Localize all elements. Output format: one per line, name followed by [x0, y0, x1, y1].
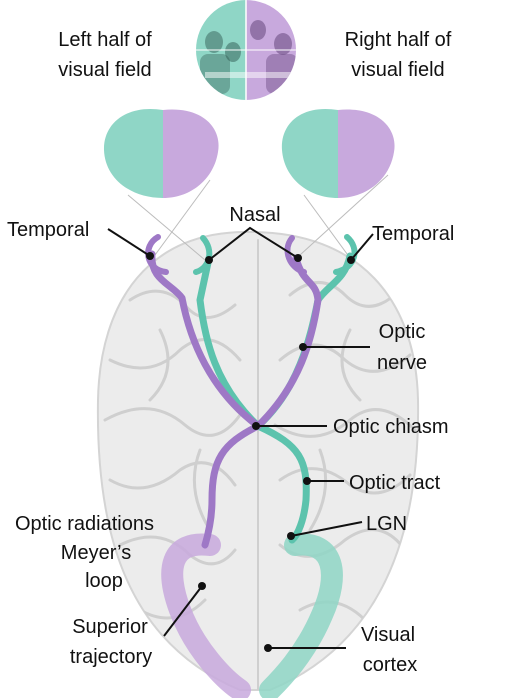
nasal-label: Nasal	[229, 204, 280, 226]
superior-trajectory-label-2: trajectory	[70, 646, 152, 668]
left-visual-field-label: Left half of	[58, 29, 152, 51]
meyers-loop-label-2: loop	[85, 570, 123, 592]
optic-radiations-label: Optic radiations	[15, 513, 154, 535]
pointer-lines	[107, 226, 374, 652]
optic-tract-label: Optic tract	[349, 472, 441, 494]
meyers-loop-label: Meyer’s	[61, 542, 131, 564]
lgn-label: LGN	[366, 513, 407, 535]
right-visual-field-label: Right half of	[345, 29, 452, 51]
right-visual-field-label-2: visual field	[351, 59, 444, 81]
optic-chiasm-label: Optic chiasm	[333, 416, 449, 438]
visual-cortex-label: Visual	[361, 624, 415, 646]
superior-trajectory-label: Superior	[72, 616, 148, 638]
visual-pathway	[145, 234, 358, 698]
visual-cortex-label-2: cortex	[363, 654, 417, 676]
labels: Left half of visual field Right half of …	[7, 29, 454, 676]
optic-nerve-label-2: nerve	[377, 352, 427, 374]
left-visual-field-label-2: visual field	[58, 59, 151, 81]
eye-icon	[103, 108, 395, 261]
temporal-left-label: Temporal	[7, 219, 89, 241]
temporal-right-label: Temporal	[372, 223, 454, 245]
visual-field-photo-icon	[196, 0, 296, 100]
optic-nerve-label: Optic	[379, 321, 426, 343]
